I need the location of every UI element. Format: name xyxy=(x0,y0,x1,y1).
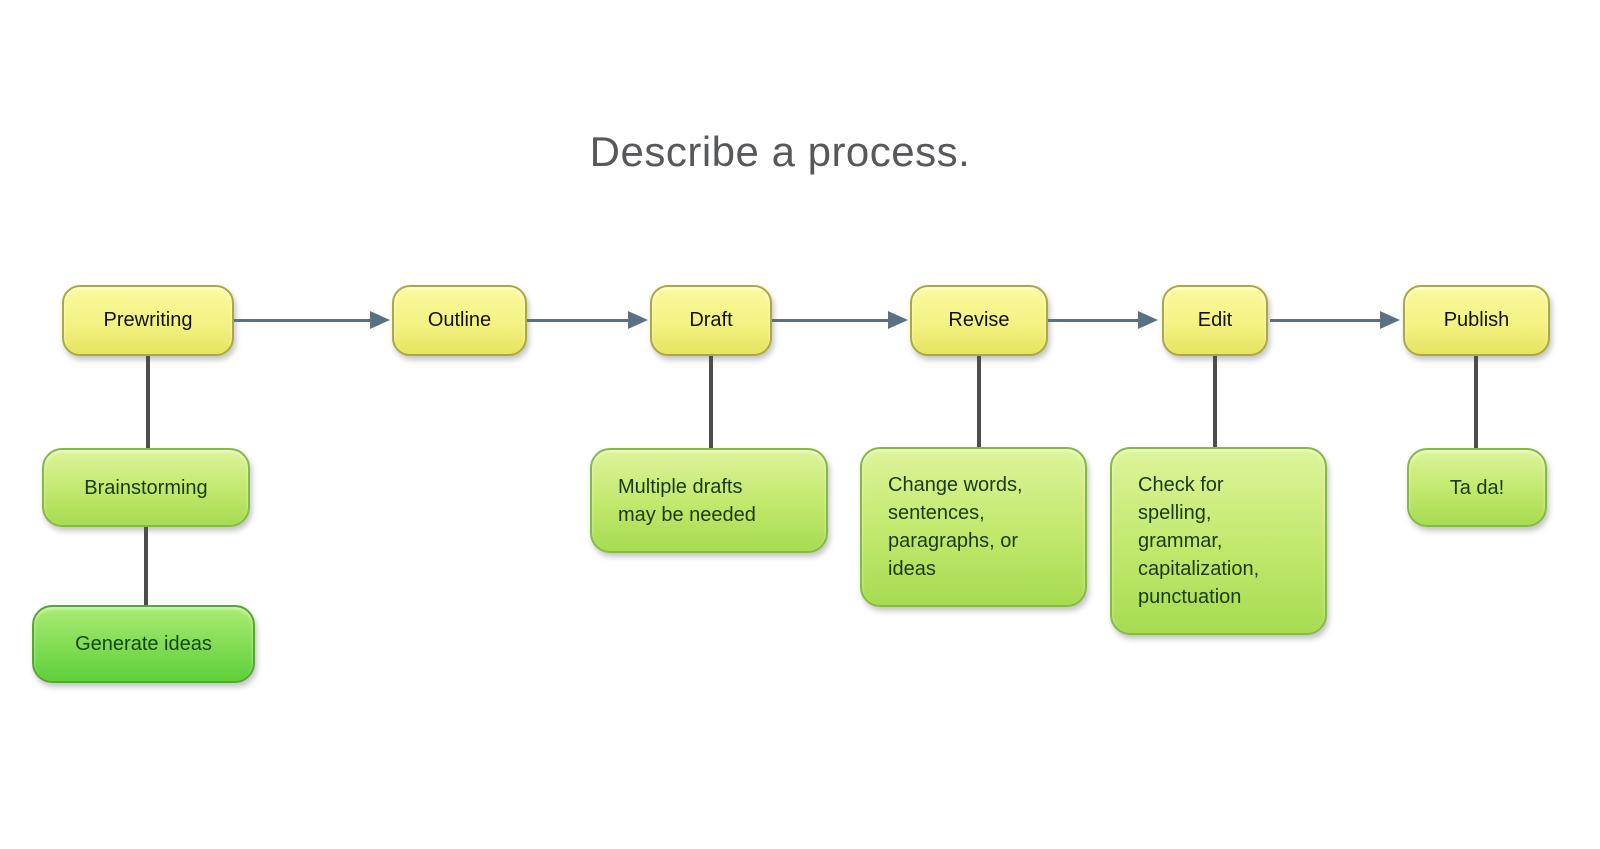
note-generate-ideas: Generate ideas xyxy=(32,605,255,683)
note-ta-da: Ta da! xyxy=(1407,448,1547,527)
arrow-edit-publish xyxy=(1270,311,1400,329)
arrowhead-icon xyxy=(628,311,648,329)
step-draft: Draft xyxy=(650,285,772,356)
arrowhead-icon xyxy=(370,311,390,329)
connector-publish-ta-da xyxy=(1474,356,1478,448)
arrowhead-icon xyxy=(1380,311,1400,329)
connector-brainstorming-generate-ideas xyxy=(144,527,148,605)
arrow-draft-revise xyxy=(772,311,908,329)
note-brainstorming: Brainstorming xyxy=(42,448,250,527)
connector-prewriting-brainstorming xyxy=(146,356,150,448)
connector-edit-check-spelling xyxy=(1213,356,1217,448)
page-title: Describe a process. xyxy=(589,128,971,175)
note-multiple-drafts: Multiple drafts may be needed xyxy=(590,448,828,553)
arrow-outline-draft xyxy=(527,311,648,329)
step-publish: Publish xyxy=(1403,285,1550,356)
connector-revise-change-words xyxy=(977,356,981,448)
arrow-prewriting-outline xyxy=(234,311,390,329)
connector-draft-multiple-drafts xyxy=(709,356,713,448)
step-prewriting: Prewriting xyxy=(62,285,234,356)
arrowhead-icon xyxy=(1138,311,1158,329)
step-edit: Edit xyxy=(1162,285,1268,356)
step-revise: Revise xyxy=(910,285,1048,356)
note-change-words: Change words, sentences, paragraphs, or … xyxy=(860,447,1087,607)
arrow-revise-edit xyxy=(1048,311,1158,329)
step-outline: Outline xyxy=(392,285,527,356)
note-check-spelling: Check for spelling, grammar, capitalizat… xyxy=(1110,447,1327,635)
arrowhead-icon xyxy=(888,311,908,329)
